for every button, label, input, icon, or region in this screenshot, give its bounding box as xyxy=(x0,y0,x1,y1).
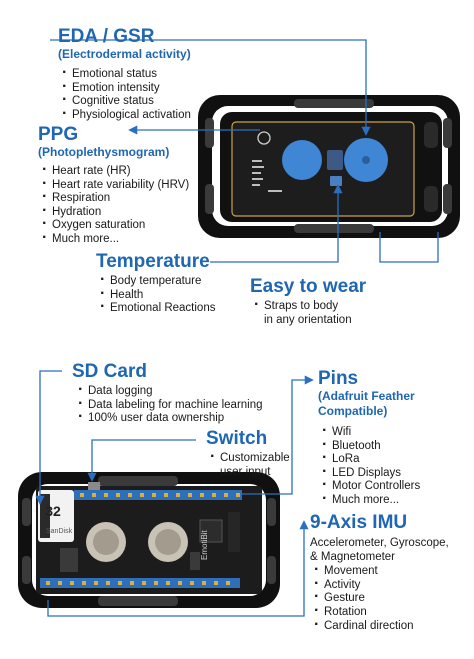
ppg-section: PPG (Photoplethysmogram) Heart rate (HR)… xyxy=(38,124,189,247)
list-item: Heart rate variability (HRV) xyxy=(40,177,189,193)
imu-desc-2: & Magnetometer xyxy=(310,550,396,563)
line-temperature xyxy=(210,184,343,263)
sd-list: Data logging Data labeling for machine l… xyxy=(76,383,263,426)
sd-title: SD Card xyxy=(72,361,147,382)
pins-title: Pins xyxy=(318,368,359,389)
pcb-back xyxy=(231,121,415,217)
list-item: Oxygen saturation xyxy=(40,217,189,233)
list-item: LED Displays xyxy=(320,465,420,481)
list-item: Emotion intensity xyxy=(60,80,191,96)
list-item: Data labeling for machine learning xyxy=(76,397,263,413)
list-item: Much more... xyxy=(320,492,420,508)
eda-section: EDA / GSR (Electrodermal activity) Emoti… xyxy=(58,26,191,122)
list-item: Bluetooth xyxy=(320,438,420,454)
imu-list: Movement Activity Gesture Rotation Cardi… xyxy=(312,563,449,634)
pins-subtitle-1: (Adafruit Feather xyxy=(318,389,415,403)
sd-section: SD Card Data logging Data labeling for m… xyxy=(72,361,263,426)
list-item: Movement xyxy=(312,563,449,579)
wear-list: Straps to body xyxy=(252,298,366,314)
pins-list: Wifi Bluetooth LoRa LED Displays Motor C… xyxy=(320,424,420,508)
sd-card-brand: SanDisk xyxy=(46,528,73,535)
pcb-front xyxy=(36,482,262,594)
line-pins xyxy=(240,375,314,495)
list-item: Cognitive status xyxy=(60,93,191,109)
line-imu xyxy=(47,520,309,617)
sd-card-label: 32 xyxy=(45,503,61,519)
wear-section: Easy to wear Straps to body in any orien… xyxy=(250,276,366,327)
line-sd xyxy=(35,370,62,505)
temperature-section: Temperature Body temperature Health Emot… xyxy=(96,251,215,316)
list-item: Health xyxy=(98,287,215,303)
list-item: Hydration xyxy=(40,204,189,220)
switch-title: Switch xyxy=(206,428,268,449)
list-item: 100% user data ownership xyxy=(76,410,263,426)
eda-list: Emotional status Emotion intensity Cogni… xyxy=(60,66,191,123)
pins-subtitle-2: Compatible) xyxy=(318,404,388,418)
line-switch xyxy=(87,439,196,482)
list-item: Data logging xyxy=(76,383,263,399)
list-item: Wifi xyxy=(320,424,420,440)
wear-title: Easy to wear xyxy=(250,276,367,297)
imu-desc-1: Accelerometer, Gyroscope, xyxy=(310,537,449,549)
temperature-title: Temperature xyxy=(96,251,210,272)
pin-header-bottom xyxy=(40,578,240,588)
eda-subtitle: (Electrodermal activity) xyxy=(58,47,191,61)
switch-component xyxy=(88,482,100,490)
switch-section: Switch Customizable user input xyxy=(206,428,290,479)
line-eda xyxy=(50,39,371,136)
list-item: Heart rate (HR) xyxy=(40,163,189,179)
ppg-sensor-pad xyxy=(282,140,322,180)
list-item: Cardinal direction xyxy=(312,618,449,634)
list-item: Motor Controllers xyxy=(320,478,420,494)
list-item: Much more... xyxy=(40,231,189,247)
list-item: Body temperature xyxy=(98,273,215,289)
temperature-list: Body temperature Health Emotional Reacti… xyxy=(98,273,215,316)
list-item: Straps to body xyxy=(252,298,366,314)
switch-line-2: user input xyxy=(220,465,271,478)
ppg-title: PPG xyxy=(38,124,79,145)
line-wear xyxy=(379,232,439,263)
ppg-list: Heart rate (HR) Heart rate variability (… xyxy=(40,163,189,247)
list-item: Emotional Reactions xyxy=(98,300,215,316)
list-item: LoRa xyxy=(320,451,420,467)
list-item: Rotation xyxy=(312,604,449,620)
list-item: Physiological activation xyxy=(60,107,191,123)
imu-chip xyxy=(199,519,223,543)
ppg-sensor-chip xyxy=(327,150,343,170)
list-item: Customizable xyxy=(208,450,290,466)
eda-title: EDA / GSR xyxy=(58,26,155,47)
list-item: Emotional status xyxy=(60,66,191,82)
imu-section: 9-Axis IMU Accelerometer, Gyroscope, & M… xyxy=(310,512,449,633)
pin-header-top xyxy=(74,490,242,500)
pins-section: Pins (Adafruit Feather Compatible) Wifi … xyxy=(318,368,420,508)
wear-line-2: in any orientation xyxy=(264,313,352,326)
ppg-subtitle: (Photoplethysmogram) xyxy=(38,145,170,159)
list-item: Activity xyxy=(312,577,449,593)
imu-title: 9-Axis IMU xyxy=(310,512,408,533)
switch-list: Customizable xyxy=(208,450,290,466)
list-item: Gesture xyxy=(312,590,449,606)
list-item: Respiration xyxy=(40,190,189,206)
